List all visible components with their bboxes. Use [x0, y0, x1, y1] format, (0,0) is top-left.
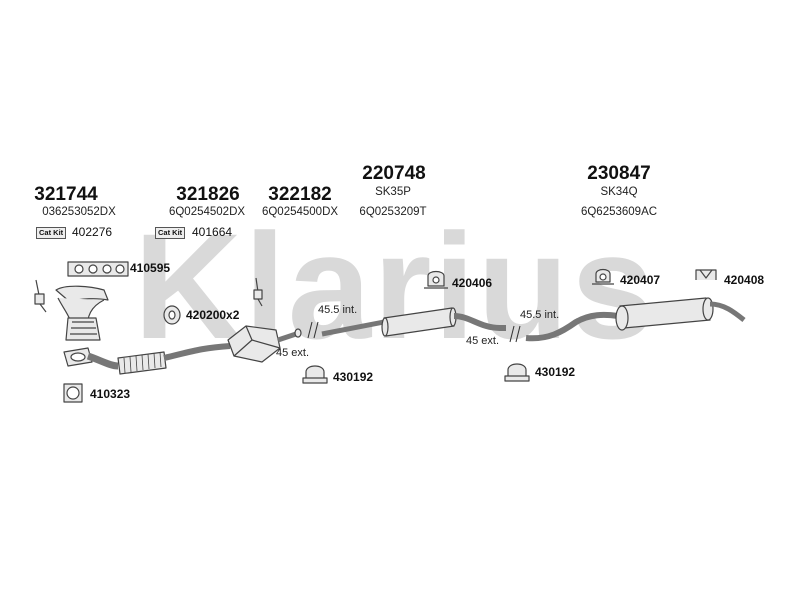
dim-int-2: 45.5 int. [520, 309, 560, 321]
gasket-410323-icon [63, 383, 83, 403]
clamp-430192-right-icon [504, 363, 530, 382]
ref-430192-right: 430192 [535, 365, 576, 379]
model-code-sk34q: SK34Q [600, 186, 638, 198]
clamp-430192-left-icon [302, 365, 328, 384]
part-number-220748: 220748 [362, 163, 426, 184]
joint-mark-1b [313, 321, 319, 339]
manifold-catalyst-icon [55, 285, 109, 341]
oem-number-3: 6Q0254500DX [261, 206, 339, 218]
ref-420200: 420200x2 [186, 308, 240, 322]
oem-number-1: 036253052DX [42, 206, 116, 218]
front-pipe-flexi-icon [86, 343, 231, 375]
rear-silencer-icon [525, 297, 746, 342]
dim-ext-1: 45 ext. [276, 347, 310, 359]
hanger-420407-icon [592, 268, 614, 285]
watermark-logo: Klarius [134, 202, 657, 370]
cat-kit-value-2: 401664 [192, 225, 233, 239]
lambda-sensor-left-icon [34, 279, 47, 313]
oem-number-2: 6Q0254502DX [168, 206, 246, 218]
lambda-sensor-cat-icon [253, 277, 263, 307]
oem-number-5: 6Q6253609AC [580, 206, 658, 218]
middle-silencer-icon [321, 307, 506, 337]
part-number-321744: 321744 [34, 184, 98, 205]
rubber-mount-420200-icon [163, 305, 181, 325]
dim-int-1: 45.5 int. [318, 304, 358, 316]
ref-410595: 410595 [130, 261, 171, 275]
ref-420406: 420406 [452, 276, 493, 290]
cat-kit-badge-1: Cat Kit [36, 227, 67, 240]
part-number-322182: 322182 [268, 184, 332, 205]
hanger-420406-icon [424, 270, 448, 289]
ref-430192-left: 430192 [333, 370, 374, 384]
cat-kit-badge-2: Cat Kit [155, 227, 186, 240]
oem-number-4: 6Q0253209T [359, 206, 427, 218]
gasket-410595-icon [67, 261, 129, 277]
part-number-321826: 321826 [176, 184, 240, 205]
flange-down-icon [63, 347, 93, 367]
catalytic-converter-icon [227, 325, 302, 363]
hanger-420408-icon [695, 269, 717, 280]
joint-mark-2b [515, 325, 521, 343]
part-number-230847: 230847 [587, 163, 651, 184]
joint-mark-2a [509, 325, 515, 343]
cat-kit-value-1: 402276 [72, 225, 113, 239]
ref-420407: 420407 [620, 273, 661, 287]
joint-mark-1a [307, 321, 313, 339]
model-code-sk35p: SK35P [375, 186, 411, 198]
dim-ext-2: 45 ext. [466, 335, 500, 347]
ref-410323: 410323 [90, 387, 131, 401]
ref-420408: 420408 [724, 273, 765, 287]
